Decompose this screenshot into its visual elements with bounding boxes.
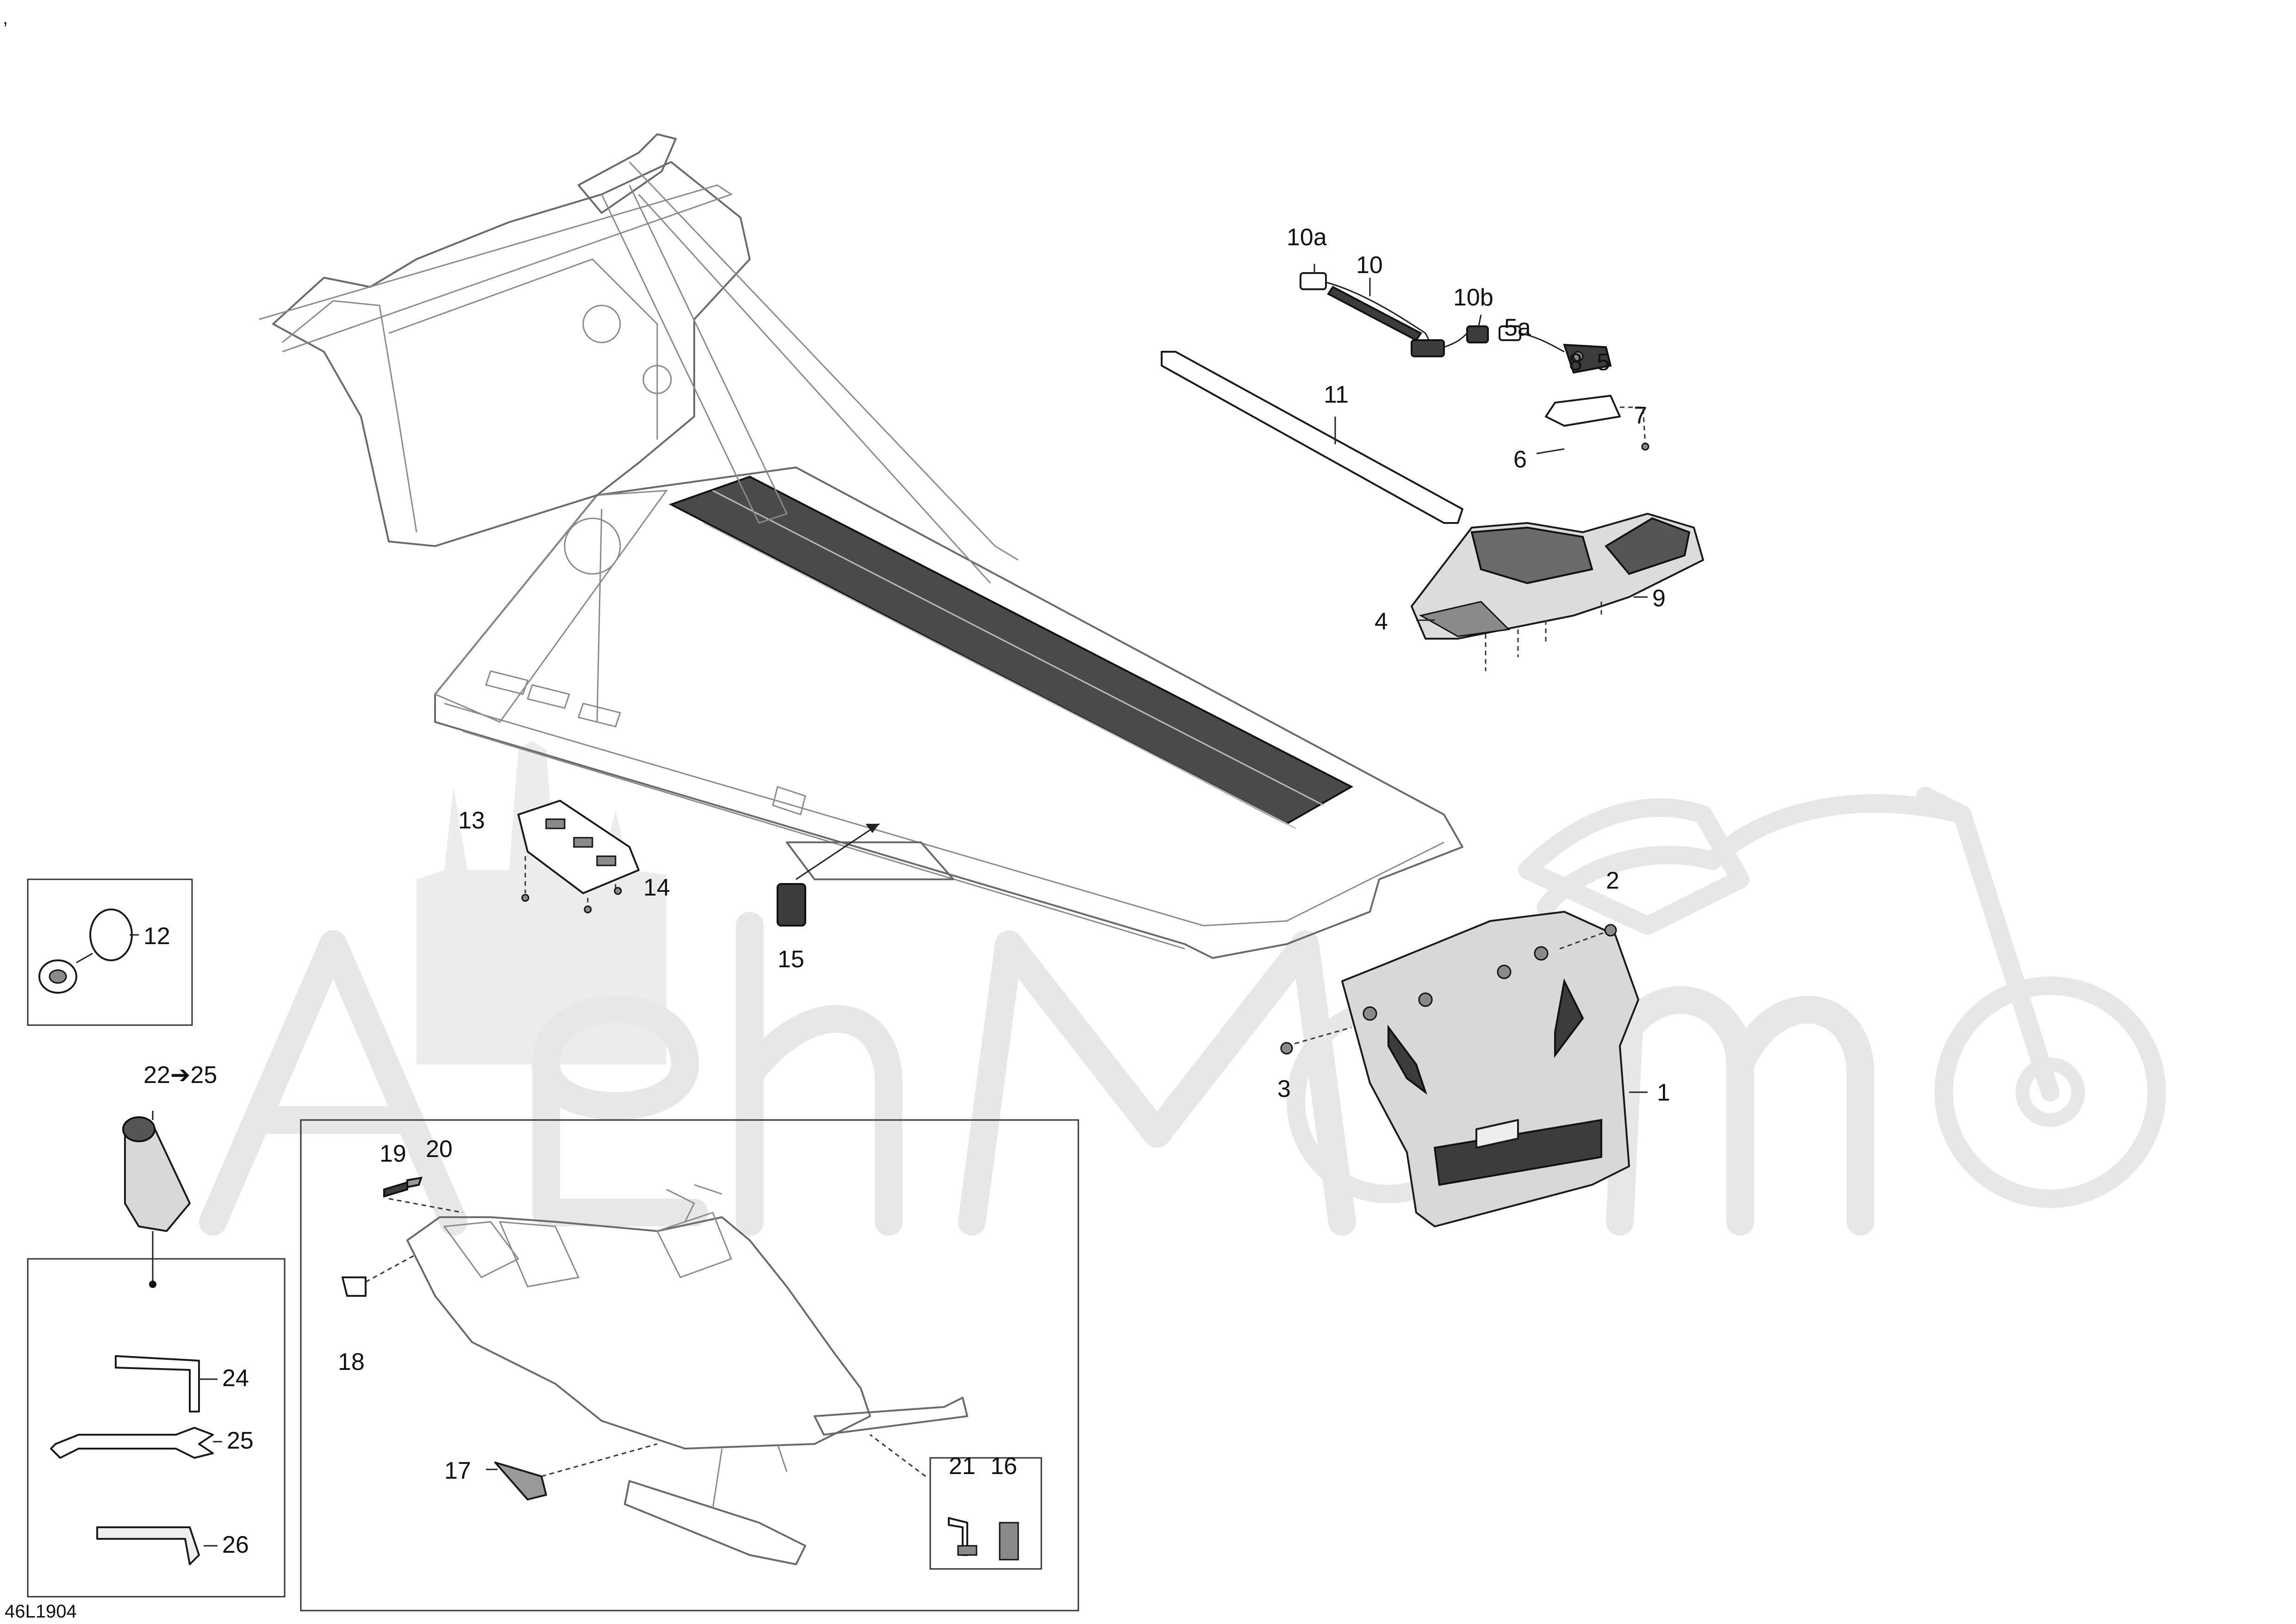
part-12-box xyxy=(27,878,193,1026)
diagram-code: 46L1904 xyxy=(5,1601,77,1622)
callout-24: 24 xyxy=(222,1365,249,1392)
callout-9: 9 xyxy=(1652,585,1666,612)
part-22-tool-bag xyxy=(122,1111,191,1288)
callout-17: 17 xyxy=(444,1457,471,1484)
part-13-bracket xyxy=(517,800,640,914)
callout-19: 19 xyxy=(380,1140,406,1167)
callout-16: 16 xyxy=(990,1453,1017,1480)
callout-20: 20 xyxy=(426,1136,453,1163)
callout-2: 2 xyxy=(1606,867,1619,894)
callout-7: 7 xyxy=(1634,402,1647,429)
tool-kit-box xyxy=(27,1258,286,1598)
part-11-strip xyxy=(1161,351,1463,524)
watermark xyxy=(199,740,2166,1236)
callout-21: 21 xyxy=(949,1453,976,1480)
callout-12: 12 xyxy=(143,923,170,950)
part-1-shield xyxy=(1280,911,1648,1227)
callout-5: 5 xyxy=(1597,349,1610,376)
callout-11: 11 xyxy=(1324,381,1349,408)
callout-26: 26 xyxy=(222,1531,249,1558)
callout-5a: 5a xyxy=(1504,314,1531,341)
callout-10a: 10a xyxy=(1287,224,1327,251)
part-4-rear-cover xyxy=(1411,513,1704,671)
callout-25: 25 xyxy=(227,1427,254,1454)
callout-10: 10 xyxy=(1356,252,1383,279)
callout-15: 15 xyxy=(778,946,804,973)
callout-13: 13 xyxy=(458,807,485,834)
callout-6: 6 xyxy=(1513,446,1527,473)
callout-4: 4 xyxy=(1375,608,1388,635)
callout-14: 14 xyxy=(643,874,670,901)
callout-22-25: 22➔25 xyxy=(143,1062,217,1089)
callouts: 1 2 3 4 5 5a 6 7 8 9 10 10a 10b 11 12 13… xyxy=(143,224,1670,1558)
part-15-clip xyxy=(777,823,880,927)
callout-10b: 10b xyxy=(1453,284,1493,311)
corner-mark: , xyxy=(3,8,8,28)
callout-8: 8 xyxy=(1569,349,1582,376)
callout-1: 1 xyxy=(1657,1079,1670,1106)
chassis-frame xyxy=(259,133,1463,959)
callout-18: 18 xyxy=(338,1349,365,1375)
callout-3: 3 xyxy=(1277,1076,1291,1102)
part-5-light xyxy=(1499,325,1649,454)
part-10-harness xyxy=(1300,264,1489,357)
decal-box xyxy=(300,1119,1079,1612)
